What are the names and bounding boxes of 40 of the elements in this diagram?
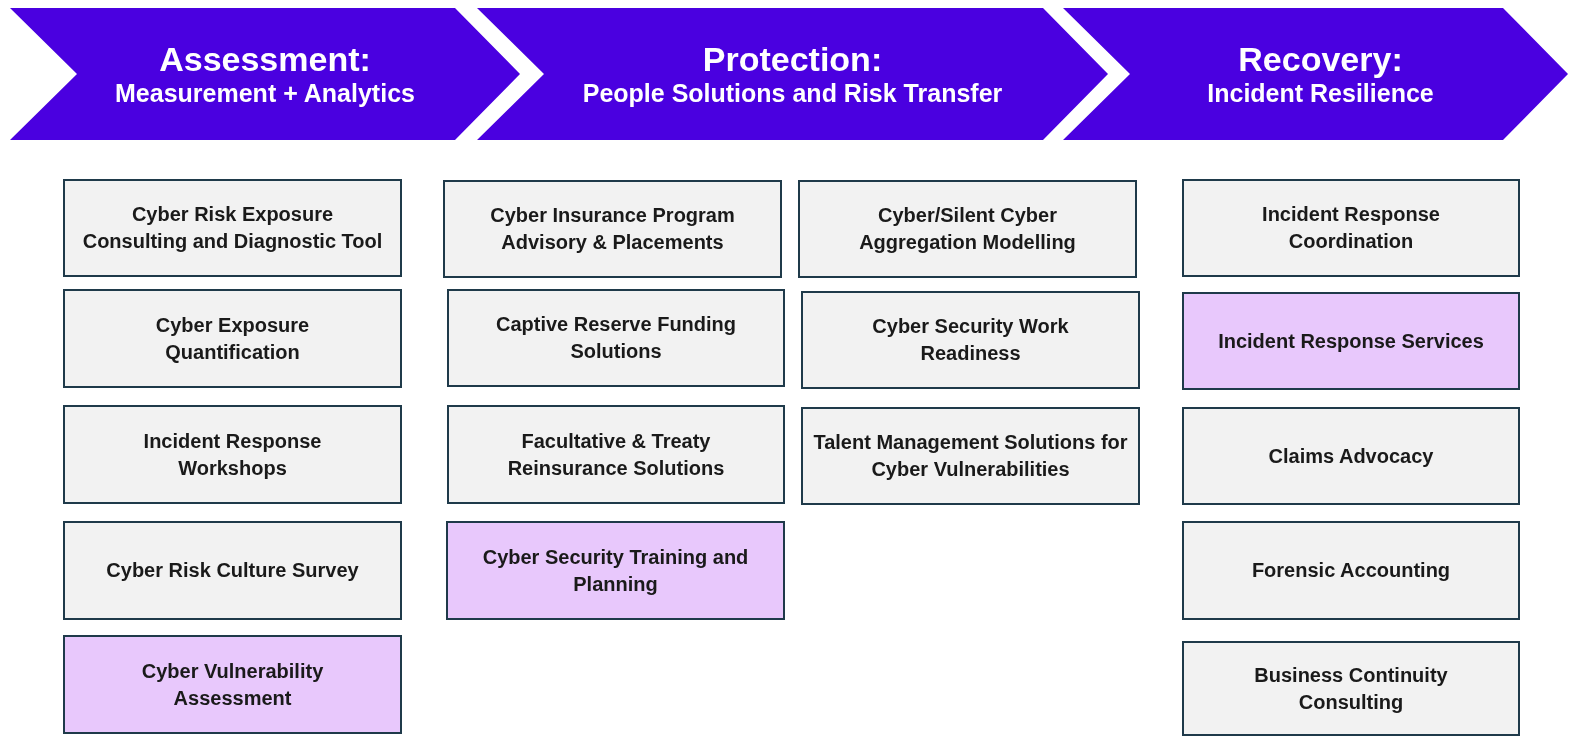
- service-label: Cyber Security Work Readiness: [871, 314, 1070, 366]
- service-label: Cyber/Silent Cyber Aggregation Modelling: [858, 203, 1077, 255]
- service-label: Cyber Risk Culture Survey: [106, 558, 359, 583]
- service-box: [801, 291, 1140, 389]
- service-box: [63, 635, 402, 734]
- service-box: [63, 179, 402, 277]
- service-label: Cyber Insurance Program Advisory & Placements: [489, 203, 736, 255]
- service-label: Facultative & Treaty Reinsurance Solutions: [506, 428, 726, 481]
- service-label: Cyber Risk Exposure Consulting and Diagnostic Tool: [82, 202, 383, 254]
- service-label: Captive Reserve Funding Solutions: [494, 312, 738, 364]
- service-label: Cyber Security Training and Planning: [481, 544, 750, 597]
- service-box: [1182, 292, 1520, 390]
- service-label: Business Continuity Consulting: [1253, 662, 1449, 715]
- service-box: [63, 289, 402, 388]
- service-box: [1182, 641, 1520, 736]
- service-label: Incident Response Workshops: [142, 428, 323, 481]
- service-box: [1182, 521, 1520, 620]
- service-box: [446, 521, 785, 620]
- service-label: Claims Advocacy: [1268, 443, 1434, 469]
- service-label: Incident Response Services: [1218, 328, 1484, 354]
- service-label: Talent Management Solutions for Cyber Vulnerabilities: [812, 430, 1129, 482]
- service-box: [443, 180, 782, 278]
- service-box: [447, 405, 785, 504]
- stage-title: Protection:: [702, 40, 883, 78]
- stage-subtitle: Measurement + Analytics: [115, 78, 415, 108]
- service-box: [1182, 179, 1520, 277]
- service-label: Cyber Exposure Quantification: [154, 312, 311, 365]
- service-label: Cyber Vulnerability Assessment: [140, 658, 325, 711]
- service-label: Forensic Accounting: [1251, 558, 1451, 583]
- service-box: [801, 407, 1140, 505]
- stage-subtitle: People Solutions and Risk Transfer: [582, 78, 1003, 108]
- service-box: [447, 289, 785, 387]
- service-label: Incident Response Coordination: [1261, 202, 1441, 254]
- stage-title: Recovery:: [1238, 40, 1403, 78]
- service-box: [63, 521, 402, 620]
- stage-title: Assessment:: [159, 40, 371, 78]
- service-box: [1182, 407, 1520, 505]
- service-box: [798, 180, 1137, 278]
- service-box: [63, 405, 402, 504]
- stage-subtitle: Incident Resilience: [1207, 78, 1434, 108]
